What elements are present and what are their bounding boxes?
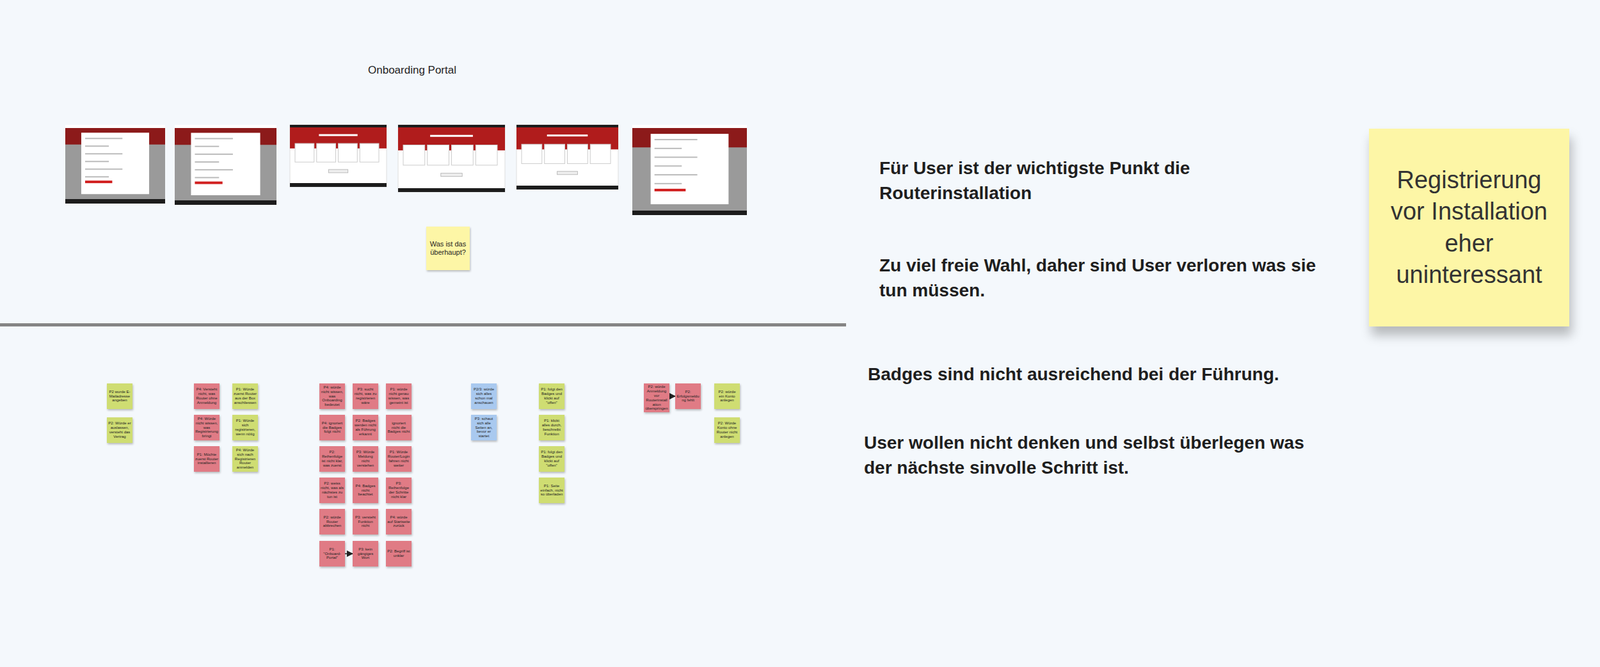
portal-screenshot: [289, 124, 387, 187]
sticky-text: P4: würde auf Startseite zurück: [387, 515, 411, 529]
sticky-text: P1: folgt den Badges und klickt auf "off…: [540, 449, 564, 468]
sticky-text: P4: Würde sich nach Registrieren Router …: [233, 448, 257, 470]
section-title: Onboarding Portal: [368, 62, 560, 79]
sticky-text: ignoriert nicht die Badges nicht: [387, 421, 411, 435]
sticky-text: P1: würde nicht genau wissen, was gemein…: [387, 387, 411, 406]
feedback-sticky: P3: schaut sich alle Seiten an, bevor er…: [471, 414, 497, 441]
portal-screenshot: [398, 124, 505, 192]
feedback-sticky: P4: Badges nicht beachtet: [352, 477, 379, 504]
feedback-sticky: P1: folgt den Badges und klickt auf "off…: [538, 446, 565, 472]
screenshots: [65, 124, 747, 216]
sticky-text: P2: würde Router abbrechen: [320, 515, 344, 529]
sticky-text: P4: ignoriert die Badges folgt nicht: [320, 421, 344, 435]
feedback-sticky: P2: Begriff ist unklar: [385, 540, 412, 567]
insight-note: Badges sind nicht ausreichend bei der Fü…: [867, 361, 1329, 387]
feedback-sticky: P2: Würde Konto ohne Router nicht anlege…: [714, 417, 740, 443]
sticky-text: P1: "Onboard-Portal": [320, 547, 344, 561]
sticky-text: P1: Würde Router/Login fahren nicht weit…: [387, 449, 411, 468]
feedback-sticky: P3: sucht nicht, was zu registrieren wär…: [352, 383, 379, 409]
feedback-sticky: P2: würde Router abbrechen: [319, 508, 345, 535]
feedback-sticky: P1: würde nicht genau wissen, was gemein…: [385, 383, 412, 409]
divider-line: [0, 323, 847, 327]
feedback-sticky: P3: Reihenfolge der Schritte nicht klar: [385, 477, 412, 504]
feedback-sticky: P2: Erfolgsmeldung fehlt: [675, 383, 701, 409]
insight-note: Zu viel freie Wahl, daher sind User verl…: [879, 252, 1328, 303]
feedback-sticky: P1: Möchte zuerst Router installieren: [193, 446, 220, 472]
sticky-text: P2: weiss nicht, was als nächstes zu tun…: [320, 481, 344, 500]
key-finding-sticky: Registrierung vor Installation eher unin…: [1368, 128, 1570, 327]
feedback-sticky: P3: versteht Funktion nicht: [352, 508, 379, 535]
arrow-connector: [669, 395, 676, 397]
sticky-text: P2: Reihenfolge ist nicht klar, was zuer…: [320, 449, 344, 468]
sticky-text: P2: würde ein Konto anlegen: [715, 389, 739, 404]
sticky-text: P1: Möchte zuerst Router installieren: [195, 452, 219, 466]
feedback-sticky: P1: Seite einfach, nicht so überladen: [538, 477, 565, 504]
feedback-sticky: P2/3: würde sich alles schon mal anschau…: [471, 383, 497, 409]
feedback-sticky: P2: würde Anmeldung vor Routerinstallati…: [643, 383, 670, 413]
feedback-sticky: ignoriert nicht die Badges nicht: [385, 414, 412, 441]
sticky-text: P2 wurde E-Mailadresse angeben: [108, 389, 132, 404]
insight-note: User wollen nicht denken und selbst über…: [864, 430, 1312, 480]
sticky-text: P1: Würde sich registrieren, wenn nötig: [233, 418, 257, 437]
sticky-text: P4: würde nicht wissen, was Onboarding b…: [320, 385, 344, 408]
feedback-sticky: P1: Würde Router/Login fahren nicht weit…: [385, 446, 412, 472]
sticky-text: P4: Versteht nicht, was Router ohne Anme…: [195, 387, 219, 406]
sticky-text: P2: Würde er auslassen, versteht das Ver…: [108, 421, 132, 440]
feedback-sticky: P2: Reihenfolge ist nicht klar, was zuer…: [319, 446, 345, 472]
feedback-sticky: P4: Würde sich nach Registrieren Router …: [232, 446, 258, 472]
feedback-sticky: P2: würde ein Konto anlegen: [714, 383, 740, 409]
sticky-text: P2: Badges werden nicht als Führung erka…: [353, 418, 377, 437]
feedback-sticky: P1: folgt den Badges und klickt auf "off…: [538, 383, 565, 409]
sticky-text: P3: schaut sich alle Seiten an, bevor er…: [472, 416, 496, 439]
feedback-sticky: P4: würde nicht wissen, was Onboarding b…: [319, 383, 345, 409]
feedback-sticky: P4: würde auf Startseite zurück: [385, 508, 412, 535]
feedback-sticky: P2: Badges werden nicht als Führung erka…: [352, 414, 379, 441]
sticky-text: Registrierung vor Installation eher unin…: [1384, 164, 1554, 292]
sticky-text: P2: Begriff ist unklar: [387, 549, 411, 559]
feedback-sticky: P4: Versteht nicht, was Router ohne Anme…: [193, 383, 220, 409]
sticky-text: P3: kein gängiges Wort: [353, 547, 377, 561]
sticky-text: P4: Badges nicht beachtet: [353, 483, 377, 498]
feedback-sticky: P1: Würde sich registrieren, wenn nötig: [232, 414, 258, 441]
sticky-text: P1: Seite einfach, nicht so überladen: [540, 483, 564, 498]
feedback-sticky: P3: Würde Meldung nicht verstehen: [352, 446, 379, 472]
sticky-text: P4: Würde nicht wissen, was Registrierun…: [195, 416, 219, 439]
question-sticky: Was ist das überhaupt?: [426, 226, 470, 271]
sticky-text: P2: Würde Konto ohne Router nicht anlege…: [715, 421, 739, 440]
insight-note: Für User ist der wichtigste Punkt die Ro…: [879, 155, 1328, 206]
feedback-sticky: P2: Würde er auslassen, versteht das Ver…: [106, 417, 133, 443]
feedback-sticky: P3: kein gängiges Wort: [352, 540, 379, 567]
portal-screenshot: [632, 124, 747, 216]
feedback-sticky: P1: klickt alles durch, beschreibt Funkt…: [538, 414, 565, 441]
portal-screenshot: [174, 124, 277, 205]
feedback-sticky: P4: Würde nicht wissen, was Registrierun…: [193, 414, 220, 441]
sticky-text: P1: klickt alles durch, beschreibt Funkt…: [540, 418, 564, 437]
portal-screenshot: [65, 124, 166, 204]
sticky-text: P3: sucht nicht, was zu registrieren wär…: [353, 387, 377, 406]
feedback-sticky: P2 wurde E-Mailadresse angeben: [106, 383, 133, 409]
sticky-text: P2: würde Anmeldung vor Routerinstallati…: [645, 384, 669, 411]
arrow-connector: [344, 552, 353, 555]
sticky-text: P1: folgt den Badges und klickt auf "off…: [540, 387, 564, 406]
feedback-sticky: P4: ignoriert die Badges folgt nicht: [319, 414, 345, 441]
sticky-text: P2/3: würde sich alles schon mal anschau…: [472, 387, 496, 406]
sticky-text: Was ist das überhaupt?: [429, 240, 467, 256]
sticky-text: P3: Würde Meldung nicht verstehen: [353, 449, 377, 468]
feedback-sticky: P2: weiss nicht, was als nächstes zu tun…: [319, 477, 345, 504]
feedback-sticky: P1: "Onboard-Portal": [319, 540, 345, 567]
sticky-text: P3: versteht Funktion nicht: [353, 515, 377, 529]
sticky-text: P3: Reihenfolge der Schritte nicht klar: [387, 481, 411, 500]
sticky-text: P2: Erfolgsmeldung fehlt: [676, 389, 700, 404]
portal-screenshot: [516, 124, 619, 190]
sticky-text: P1: Würde zuerst Router aus der Box ansc…: [233, 387, 257, 406]
feedback-sticky: P1: Würde zuerst Router aus der Box ansc…: [232, 383, 258, 409]
